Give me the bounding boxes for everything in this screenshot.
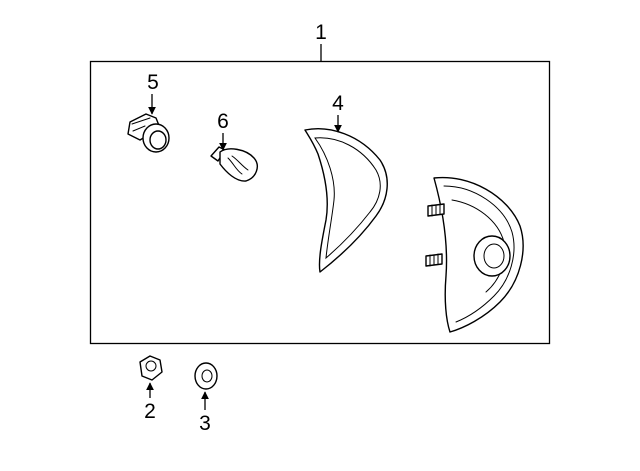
callout-6[interactable]: 6 xyxy=(217,110,229,151)
lamp-housing[interactable] xyxy=(425,176,524,333)
callout-6-label: 6 xyxy=(217,110,229,133)
lens-part[interactable] xyxy=(304,128,388,273)
bulb-part[interactable] xyxy=(210,146,258,182)
callout-3[interactable]: 3 xyxy=(199,391,211,435)
assembly-frame xyxy=(89,60,551,345)
callout-3-label: 3 xyxy=(199,412,211,435)
callout-5[interactable]: 5 xyxy=(147,71,159,115)
callout-4-label: 4 xyxy=(332,92,344,115)
callout-2-label: 2 xyxy=(144,400,156,423)
callout-1[interactable]: 1 xyxy=(315,21,327,61)
callout-1-label: 1 xyxy=(315,21,327,44)
nut-part[interactable] xyxy=(139,355,163,381)
callout-2[interactable]: 2 xyxy=(144,382,156,423)
callout-5-label: 5 xyxy=(147,71,159,94)
callout-4[interactable]: 4 xyxy=(332,92,344,133)
washer-part[interactable] xyxy=(194,362,218,390)
socket-part[interactable] xyxy=(127,113,170,153)
